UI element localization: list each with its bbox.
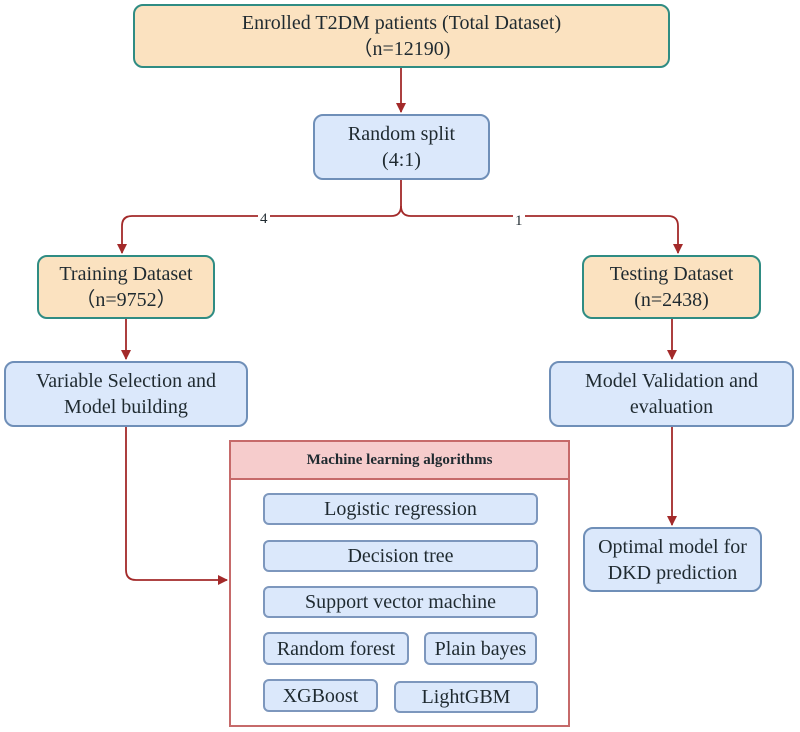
optimal-model-node: Optimal model for DKD prediction — [583, 527, 762, 592]
algorithm-decision-tree: Decision tree — [263, 540, 538, 572]
edge-label-training-ratio: 4 — [258, 211, 270, 227]
arrow-variable-selection-to-ml — [125, 427, 228, 585]
model-validation-node: Model Validation and evaluation — [549, 361, 794, 427]
testing-dataset-node: Testing Dataset (n=2438) — [582, 255, 761, 319]
variable-selection-line2: Model building — [64, 396, 188, 418]
ml-algorithms-title: Machine learning algorithms — [231, 442, 568, 480]
total-dataset-count: （n=12190) — [352, 38, 451, 60]
algorithm-plain-bayes: Plain bayes — [424, 632, 537, 665]
total-dataset-title: Enrolled T2DM patients (Total Dataset) — [241, 12, 562, 34]
optimal-model-line2: DKD prediction — [607, 561, 738, 584]
optimal-model-line1: Optimal model for — [598, 535, 747, 558]
arrow-split-to-testing — [400, 205, 683, 254]
variable-selection-line1: Variable Selection and — [36, 370, 216, 392]
algorithm-logistic-regression: Logistic regression — [263, 493, 538, 525]
model-validation-line1: Model Validation and — [585, 370, 758, 392]
total-dataset-node: Enrolled T2DM patients (Total Dataset) （… — [133, 4, 670, 68]
algorithm-lightgbm: LightGBM — [394, 681, 538, 713]
ml-algorithms-group: Machine learning algorithms Logistic reg… — [229, 440, 570, 727]
algorithm-svm: Support vector machine — [263, 586, 538, 618]
edge-label-testing-ratio: 1 — [513, 213, 525, 229]
algorithm-xgboost: XGBoost — [263, 679, 378, 712]
testing-dataset-count: (n=2438) — [634, 289, 709, 311]
random-split-node: Random split (4:1) — [313, 114, 490, 180]
random-split-ratio: (4:1) — [382, 149, 421, 171]
training-dataset-count: （n=9752） — [75, 289, 177, 311]
random-split-title: Random split — [347, 123, 456, 145]
algorithm-random-forest: Random forest — [263, 632, 409, 665]
variable-selection-node: Variable Selection and Model building — [4, 361, 248, 427]
model-validation-line2: evaluation — [629, 396, 714, 418]
training-dataset-node: Training Dataset （n=9752） — [37, 255, 215, 319]
training-dataset-title: Training Dataset — [59, 263, 193, 285]
testing-dataset-title: Testing Dataset — [609, 263, 734, 285]
